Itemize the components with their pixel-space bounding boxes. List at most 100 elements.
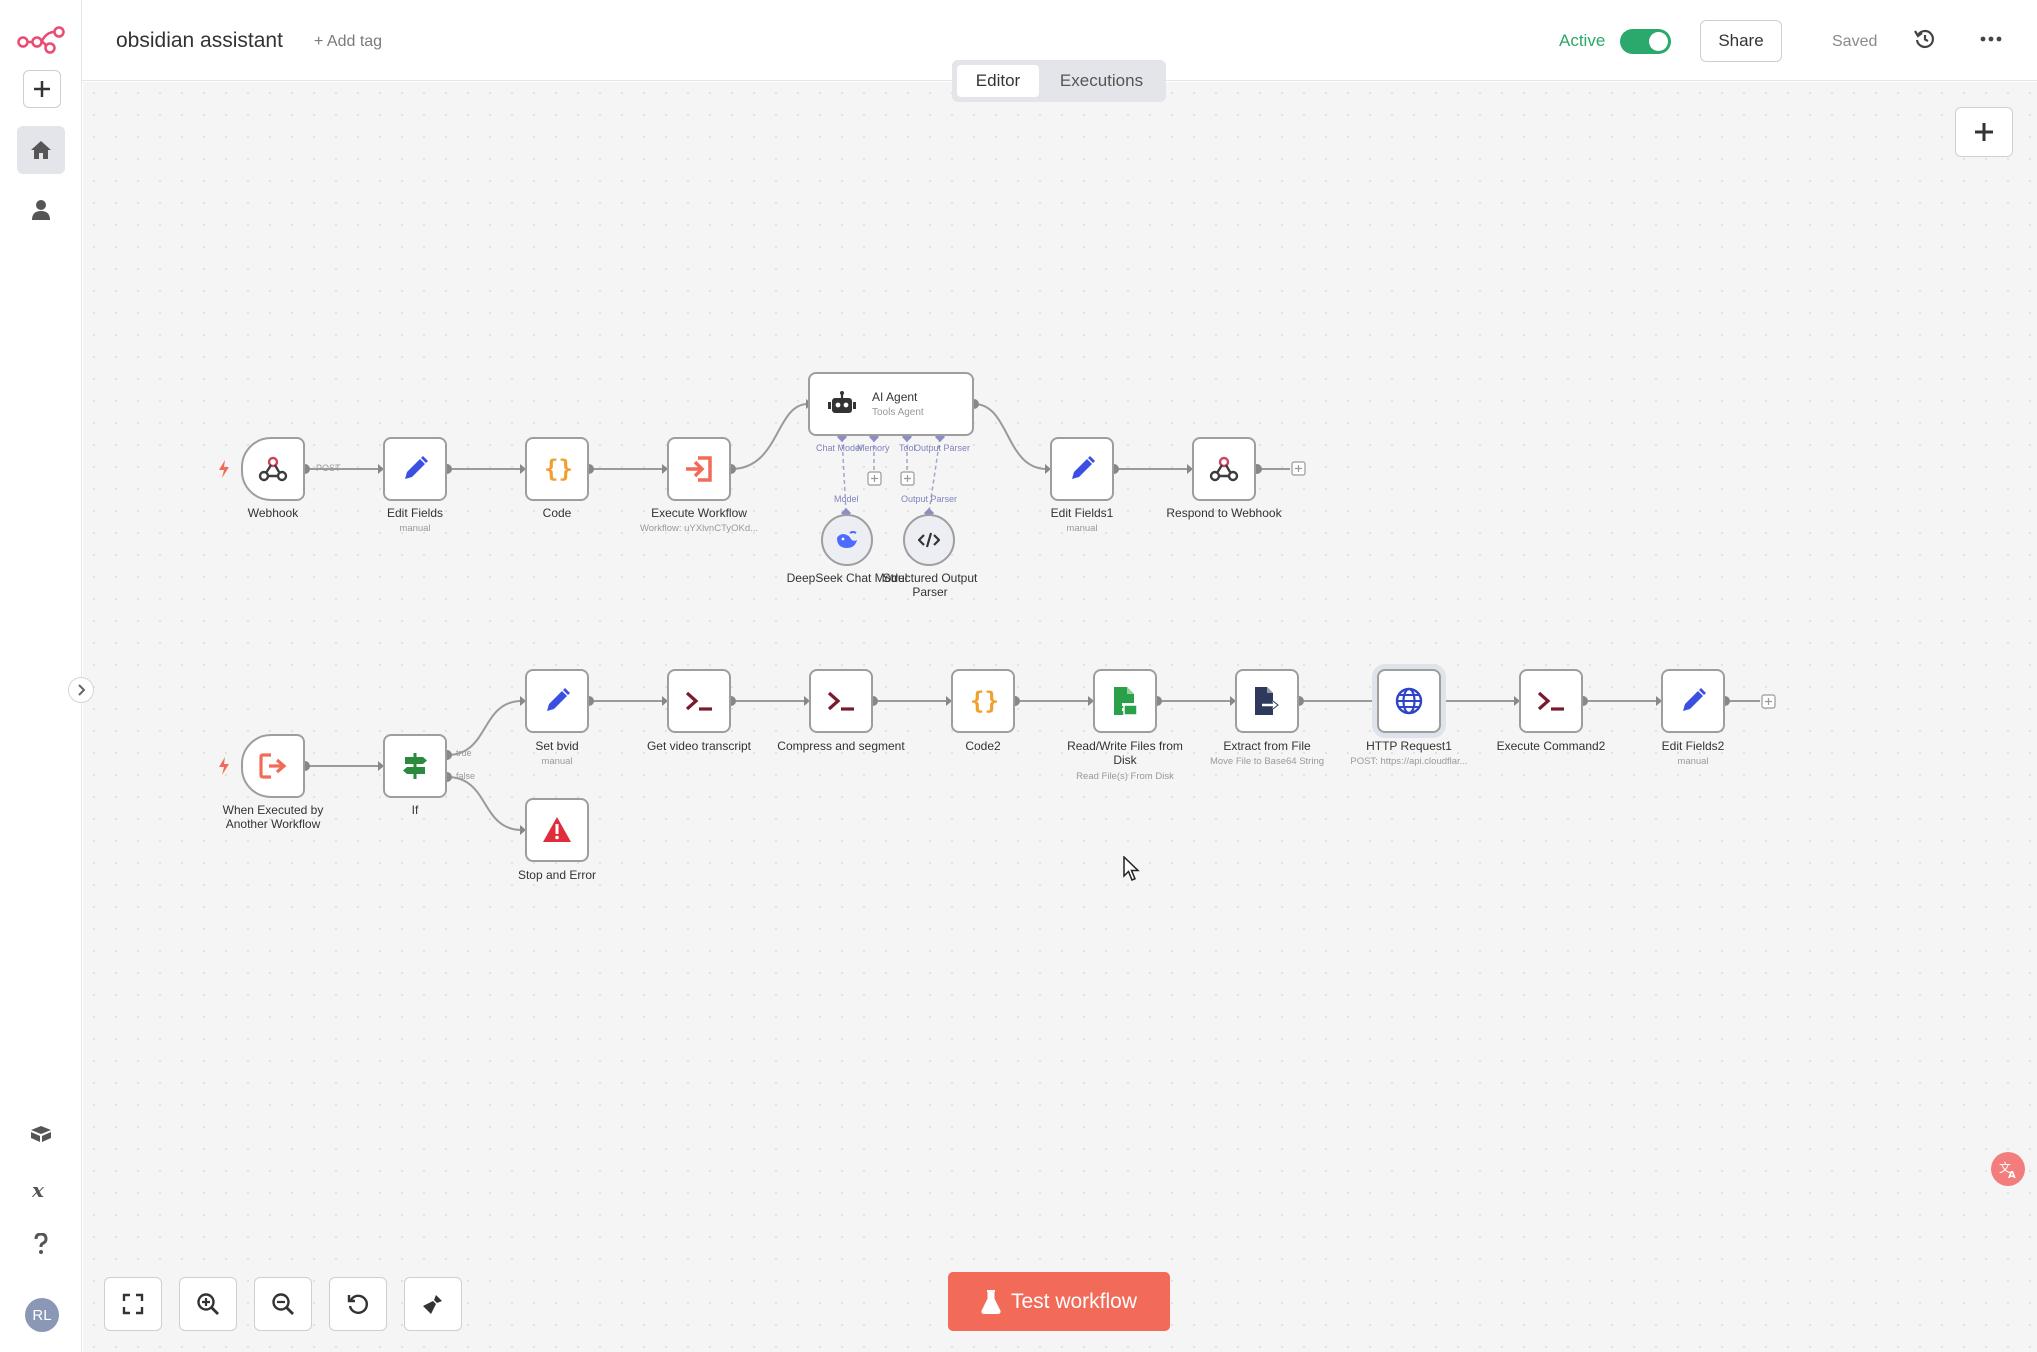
port-label-memory: Memory [857, 443, 890, 453]
node-code2[interactable]: {} [951, 669, 1015, 733]
pencil-icon [1072, 456, 1095, 479]
pencil-icon [547, 688, 570, 711]
node-edit-fields[interactable] [383, 437, 447, 501]
node-structured-output-parser[interactable] [903, 514, 955, 566]
node-title: Structured Output Parser [882, 571, 978, 599]
user-button[interactable] [17, 186, 65, 234]
svg-text:{}: {} [970, 687, 998, 715]
test-workflow-button[interactable]: Test workflow [948, 1272, 1170, 1331]
node-execute-workflow[interactable] [667, 437, 731, 501]
fit-view-button[interactable] [104, 1277, 162, 1331]
reset-icon [347, 1294, 368, 1314]
expand-sidebar-button[interactable] [68, 677, 94, 703]
port-label-output-parser: Output Parser [914, 443, 971, 453]
zoom-out-button[interactable] [254, 1277, 312, 1331]
mode-switch: Editor Executions [952, 60, 1166, 102]
svg-text:A: A [2008, 1170, 2016, 1179]
node-title: Set bvid [535, 739, 579, 753]
node-title: Respond to Webhook [1166, 506, 1282, 520]
svg-text:文: 文 [1999, 1160, 2011, 1175]
avatar[interactable]: RL [25, 1298, 59, 1332]
workflow-name[interactable]: obsidian assistant [116, 29, 283, 52]
add-tag-button[interactable]: + Add tag [314, 33, 383, 50]
terminal-icon [827, 691, 854, 711]
node-ai-agent[interactable]: AI Agent Tools Agent [808, 372, 974, 436]
node-title: Edit Fields2 [1661, 739, 1725, 753]
templates-button[interactable] [17, 1110, 65, 1158]
node-read-write-files[interactable] [1093, 669, 1157, 733]
variables-button[interactable]: x [17, 1166, 65, 1214]
node-get-video-transcript[interactable] [667, 669, 731, 733]
node-title: Compress and segment [777, 739, 905, 753]
edge-if-false [446, 776, 523, 831]
file-icon [1114, 687, 1138, 716]
node-title: AI Agent [872, 390, 918, 404]
webhook-icon [258, 456, 288, 482]
zoom-in-button[interactable] [179, 1277, 237, 1331]
pencil-icon [1683, 688, 1706, 711]
reset-zoom-button[interactable] [329, 1277, 387, 1331]
more-options-icon[interactable] [1979, 27, 2005, 53]
node-code[interactable]: {} [525, 437, 589, 501]
node-title: Code [542, 506, 572, 520]
node-if[interactable] [383, 734, 447, 798]
node-subtitle: manual [1677, 756, 1709, 767]
node-when-executed[interactable] [241, 734, 305, 798]
sign-out-icon [259, 753, 287, 779]
node-execute-command2[interactable] [1519, 669, 1583, 733]
active-label: Active [1559, 31, 1606, 50]
node-edit-fields2[interactable] [1661, 669, 1725, 733]
edge-label-post: POST [316, 463, 341, 473]
node-extract-from-file[interactable] [1235, 669, 1299, 733]
node-deepseek-chat-model[interactable] [821, 514, 873, 566]
file-export-icon [1255, 687, 1281, 715]
code-tag-icon [918, 532, 940, 548]
logo-icon[interactable] [16, 22, 66, 56]
port-label-model: Model [834, 494, 859, 504]
node-title: Read/Write Files from Disk [1067, 739, 1183, 767]
node-edit-fields1[interactable] [1050, 437, 1114, 501]
node-webhook[interactable] [241, 437, 305, 501]
chevron-right-icon [78, 684, 86, 696]
help-button[interactable] [17, 1220, 65, 1268]
node-title: Get video transcript [646, 739, 752, 753]
active-toggle[interactable] [1620, 29, 1671, 54]
node-subtitle: POST: https://api.cloudflar... [1350, 756, 1468, 767]
node-title: Edit Fields [386, 506, 444, 520]
node-title: Extract from File [1223, 739, 1311, 753]
edge-label-true: true [456, 748, 472, 758]
node-respond-to-webhook[interactable] [1192, 437, 1256, 501]
flask-icon [981, 1289, 1001, 1314]
zoom-out-icon [272, 1293, 294, 1315]
node-subtitle: Tools Agent [872, 407, 924, 418]
node-subtitle: manual [541, 756, 573, 767]
node-compress-and-segment[interactable] [809, 669, 873, 733]
add-node-button[interactable] [1955, 107, 2013, 157]
tab-executions[interactable]: Executions [1059, 71, 1144, 90]
tidy-up-button[interactable] [404, 1277, 462, 1331]
node-title: When Executed by Another Workflow [222, 803, 324, 831]
add-button[interactable] [23, 70, 61, 108]
svg-text:{}: {} [544, 455, 572, 483]
history-icon[interactable] [1913, 27, 1939, 53]
terminal-icon [685, 691, 712, 711]
globe-icon [1395, 687, 1423, 715]
home-button[interactable] [17, 126, 65, 174]
node-set-bvid[interactable] [525, 669, 589, 733]
node-title: DeepSeek Chat Model [786, 571, 908, 585]
edge-agent-edit1 [973, 403, 1048, 470]
node-subtitle: Move File to Base64 String [1209, 756, 1325, 767]
mouse-cursor-icon [1123, 856, 1140, 881]
share-button[interactable]: Share [1700, 20, 1782, 62]
node-subtitle: manual [399, 523, 431, 534]
node-http-request1[interactable] [1377, 669, 1441, 733]
node-stop-and-error[interactable] [525, 798, 589, 862]
tab-editor[interactable]: Editor [957, 65, 1039, 97]
node-title: If [411, 803, 419, 817]
variables-icon: x [31, 1180, 45, 1200]
edge-label-false: false [456, 771, 476, 781]
saved-status: Saved [1832, 33, 1878, 50]
agent-labels: AI Agent Tools Agent [872, 390, 924, 418]
code-braces-icon: {} [970, 687, 998, 715]
